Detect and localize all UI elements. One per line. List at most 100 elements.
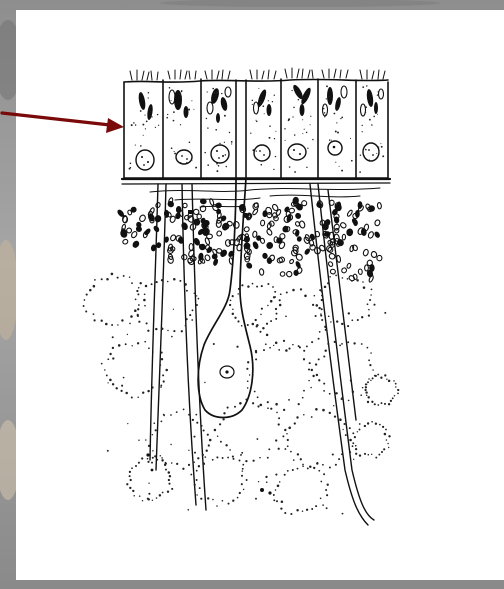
network-dot [200,498,202,500]
stipple-dot [291,90,292,91]
stipple-dot [329,96,330,97]
network-dot [384,433,387,436]
network-dot [160,455,162,457]
lamina-cell [136,226,142,232]
network-dot [341,397,342,398]
network-dot [259,331,261,333]
network-dot [288,348,290,350]
network-dot [246,479,248,481]
lamina-cell [266,228,273,235]
lamina-cell [295,253,303,261]
network-dot [323,355,325,357]
network-dot [171,488,173,490]
network-dot [171,336,173,338]
stipple-dot [252,104,253,105]
stipple-dot [378,91,379,92]
network-dot [302,397,304,399]
network-dot [275,308,277,310]
network-dot [147,458,149,460]
network-dot [167,490,169,492]
network-dot [214,429,217,432]
lamina-cell [197,214,201,219]
lamina-cell [377,202,382,209]
network-dot [383,448,385,450]
network-dot [118,344,121,347]
network-dot [371,401,373,403]
network-dot [362,387,364,389]
network-dot [378,454,380,456]
network-dot [327,343,329,345]
network-dot [369,364,371,366]
network-dot [125,343,127,345]
network-dot [367,303,369,305]
network-dot [380,377,382,379]
network-dot [260,314,262,316]
network-dot [148,498,150,500]
network-dot [327,484,329,486]
stipple-dot [289,166,291,168]
network-dot [107,382,108,383]
stipple-dot [148,110,149,111]
network-dot [260,404,263,407]
network-dot [93,313,95,315]
network-dot [371,454,372,455]
stipple-dot [335,162,336,163]
network-dot [312,375,314,377]
stipple-dot [140,145,142,147]
network-dot [230,299,232,301]
network-dot [368,359,370,361]
network-dot [349,427,351,429]
lamina-cell [341,267,348,274]
network-dot [191,319,193,321]
stipple-dot [369,159,370,160]
network-dot [307,467,309,469]
network-dot [348,400,350,402]
network-dot [131,467,133,469]
lamina-cell [358,269,362,275]
network-dot [121,385,123,387]
network-dot [367,347,369,349]
network-dot [229,449,231,451]
cell-nuclei [136,141,379,170]
lamina-cell [310,234,316,241]
network-dot [368,454,370,456]
pointer-arrow [2,113,124,133]
network-dot [162,374,164,376]
network-dot [276,313,278,315]
network-dot [242,468,244,470]
network-dot [306,509,308,511]
network-dot [164,415,165,416]
lamina-cell [297,237,301,242]
stipple-dot [261,164,263,166]
stipple-dot [269,125,271,127]
network-dot [325,329,327,331]
network-dot [126,483,128,485]
network-dot [153,422,155,424]
network-dot [255,351,257,353]
stipple-dot [340,118,341,119]
network-dot [147,390,149,392]
network-dot [161,459,163,461]
network-dot [379,424,381,426]
stipple-dot [225,154,227,156]
network-dot [232,456,234,458]
network-dot [287,439,289,441]
network-dot [137,397,139,399]
network-dot [308,380,309,381]
network-dot [197,457,199,459]
network-dot [207,434,209,436]
stipple-dot [310,116,311,117]
network-dot [104,369,105,370]
lamina-cell [213,259,218,266]
network-dot [388,403,390,405]
network-dot [196,479,198,481]
network-dot [106,374,108,376]
network-dot [387,443,389,445]
network-dot [384,312,386,314]
network-dot [329,412,331,414]
network-dot [349,439,351,441]
network-dot [362,281,364,283]
network-dot [278,417,280,419]
network-dot [275,342,278,345]
network-dot [284,474,286,476]
